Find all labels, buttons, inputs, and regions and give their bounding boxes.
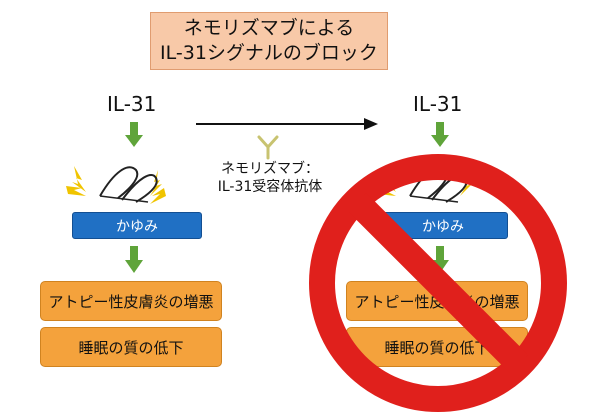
- right-itch-label: かゆみ: [422, 218, 464, 235]
- left-result-1: アトピー性皮膚炎の増悪: [40, 281, 222, 321]
- left-result-2-label: 睡眠の質の低下: [78, 338, 184, 357]
- left-result-2: 睡眠の質の低下: [40, 327, 222, 367]
- horizontal-arrow: [196, 118, 378, 130]
- left-arrow-2: [125, 246, 143, 273]
- left-il31-label: IL-31: [107, 92, 157, 116]
- title-box: ネモリズマブによる IL-31シグナルのブロック: [150, 12, 388, 70]
- prohibition-icon: [309, 154, 567, 412]
- left-scratch-icon: [66, 166, 166, 204]
- left-itch-label: かゆみ: [116, 218, 158, 235]
- right-result-2-label: 睡眠の質の低下: [384, 338, 490, 357]
- left-itch-box: かゆみ: [72, 212, 202, 239]
- left-arrow-1: [125, 122, 143, 147]
- left-result-1-label: アトピー性皮膚炎の増悪: [48, 292, 214, 311]
- right-il31-label: IL-31: [413, 92, 463, 116]
- title-line-2: IL-31シグナルのブロック: [160, 42, 378, 64]
- title-line-1: ネモリズマブによる: [183, 17, 355, 39]
- antibody-label-line-2: IL-31受容体抗体: [217, 179, 323, 195]
- antibody-label-line-1: ネモリズマブ：: [221, 161, 319, 177]
- antibody-icon: [257, 135, 279, 160]
- antibody-label: ネモリズマブ： IL-31受容体抗体: [205, 160, 335, 196]
- right-arrow-1: [431, 122, 449, 147]
